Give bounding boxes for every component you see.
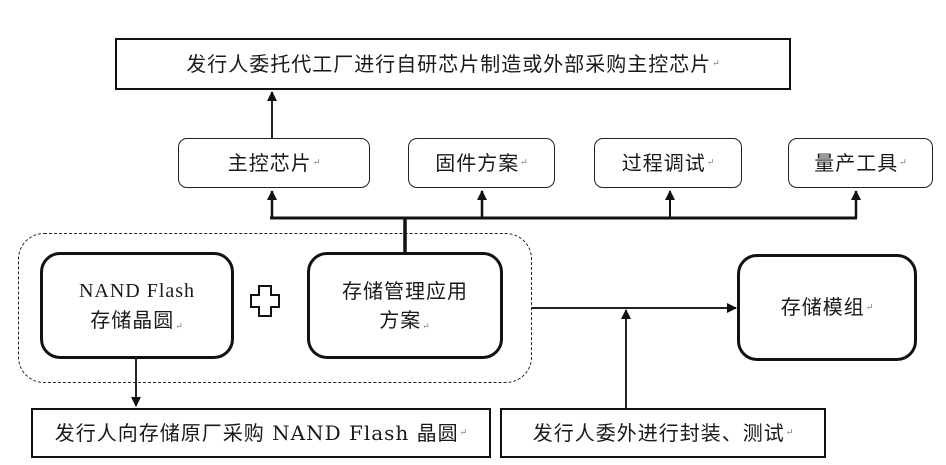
- nand-wafer-box: NAND Flash 存储晶圆↵: [40, 252, 234, 359]
- paragraph-mark: ↵: [520, 158, 528, 168]
- storage-module-label: 存储模组: [780, 295, 865, 319]
- storage-module-box: 存储模组↵: [737, 254, 917, 361]
- nand-wafer-line1: NAND Flash: [78, 279, 196, 302]
- component-label: 过程调试: [621, 150, 706, 175]
- top-process-box: 发行人委托代工厂进行自研芯片制造或外部采购主控芯片↵: [115, 38, 791, 90]
- component-label: 量产工具: [814, 150, 899, 175]
- storage-mgmt-line2: 方案: [379, 307, 422, 332]
- component-firmware: 固件方案↵: [408, 138, 555, 188]
- product-group-container: [18, 233, 532, 383]
- storage-mgmt-line1: 存储管理应用: [342, 278, 468, 303]
- paragraph-mark: ↵: [785, 428, 794, 438]
- wafer-purchase-box: 发行人向存储原厂采购 NAND Flash 晶圆↵: [31, 408, 491, 458]
- paragraph-mark: ↵: [712, 59, 720, 69]
- outsourcing-label: 发行人委外进行封装、测试: [532, 420, 785, 445]
- paragraph-mark: ↵: [459, 428, 468, 438]
- component-production-tools: 量产工具↵: [788, 138, 933, 188]
- paragraph-mark: ↵: [899, 158, 907, 168]
- component-main-chip: 主控芯片↵: [178, 138, 370, 188]
- component-debugging: 过程调试↵: [594, 138, 742, 188]
- outsourcing-box: 发行人委外进行封装、测试↵: [500, 408, 826, 458]
- nand-wafer-line2: 存储晶圆: [90, 307, 175, 332]
- paragraph-mark: ↵: [175, 321, 184, 332]
- paragraph-mark: ↵: [706, 158, 715, 168]
- paragraph-mark: ↵: [865, 302, 874, 313]
- component-label: 主控芯片: [227, 150, 312, 175]
- paragraph-mark: ↵: [312, 158, 321, 168]
- plus-icon: [250, 285, 280, 317]
- component-label: 固件方案: [435, 150, 520, 175]
- top-process-label: 发行人委托代工厂进行自研芯片制造或外部采购主控芯片: [186, 51, 712, 76]
- storage-management-box: 存储管理应用 方案↵: [307, 252, 503, 359]
- wafer-purchase-label: 发行人向存储原厂采购 NAND Flash 晶圆: [54, 420, 459, 445]
- paragraph-mark: ↵: [422, 321, 431, 332]
